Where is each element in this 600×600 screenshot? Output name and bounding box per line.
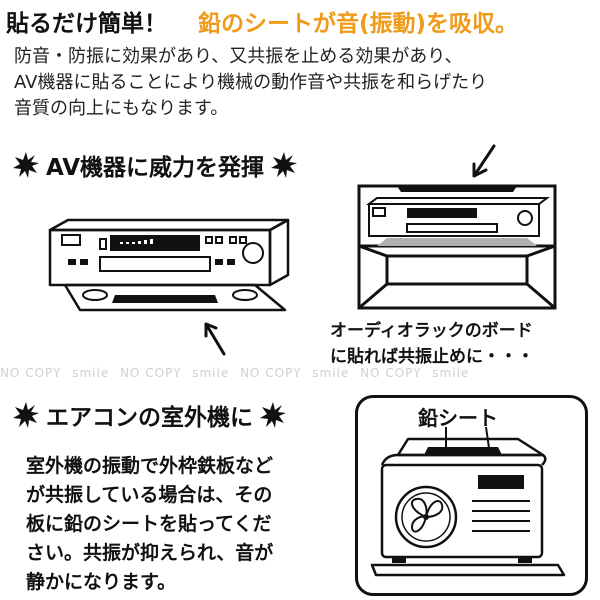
section-av-title: AV機器に威力を発揮 <box>12 148 298 182</box>
rack-caption: オーディオラックのボード に貼れば共振止めに・・・ <box>330 318 534 370</box>
section-ac-body: 室外機の振動で外枠鉄板など が共振している場合は、その 板に鉛のシートを貼ってく… <box>26 452 273 597</box>
intro-line: AV機器に貼ることにより機械の動作音や共振を和らげたり <box>14 72 488 93</box>
outdoor-unit-frame <box>355 395 588 596</box>
burst-icon <box>271 152 298 178</box>
watermark-item: NO COPY <box>240 366 302 380</box>
watermark-item: NO COPY <box>360 366 422 380</box>
watermark-item: NO COPY <box>120 366 182 380</box>
watermark-item: smile <box>432 366 470 380</box>
arrow-icon <box>204 322 226 356</box>
fan-icon <box>394 485 458 549</box>
arrow-icon <box>472 144 496 178</box>
section-ac-title: エアコンの室外機に <box>12 398 287 432</box>
rack-caption-line: に貼れば共振止めに・・・ <box>330 347 534 367</box>
burst-icon <box>260 402 286 428</box>
ac-body-line: 静かになります。 <box>26 571 177 593</box>
intro-text: 防音・防振に効果があり、又共振を止める効果があり、 AV機器に貼ることにより機械… <box>14 44 594 122</box>
watermark-band: NO COPY smile NO COPY smile NO COPY smil… <box>0 366 600 384</box>
watermark-item: smile <box>312 366 350 380</box>
lead-sheet-label: 鉛シート <box>418 406 498 430</box>
rack-caption-line: オーディオラックのボード <box>330 321 533 341</box>
av-deck-illustration <box>48 218 290 312</box>
ac-body-line: 室外機の振動で外枠鉄板など <box>26 455 274 477</box>
header-left-text: 貼るだけ簡単！ <box>6 11 167 37</box>
outdoor-unit-illustration <box>370 426 566 577</box>
section-av-title-text: AV機器に威力を発揮 <box>46 155 265 181</box>
section-ac-title-text: エアコンの室外機に <box>46 405 253 431</box>
intro-line: 防音・防振に効果があり、又共振を止める効果があり、 <box>14 46 463 67</box>
ac-body-line: さい。共振が抑えられ、音が <box>26 542 274 564</box>
watermark-item: smile <box>72 366 110 380</box>
header-right-text: 鉛のシートが音(振動)を吸収。 <box>198 11 519 37</box>
watermark-item: NO COPY <box>0 366 62 380</box>
rack-illustration <box>357 184 557 310</box>
burst-icon <box>13 152 39 178</box>
burst-icon <box>13 402 39 428</box>
ac-body-line: 板に鉛のシートを貼ってくだ <box>26 513 272 535</box>
header-banner: 貼るだけ簡単！ 鉛のシートが音(振動)を吸収。 <box>0 0 600 40</box>
watermark-item: smile <box>192 366 230 380</box>
intro-line: 音質の向上にもなります。 <box>14 98 229 119</box>
ac-body-line: が共振している場合は、その <box>26 484 273 506</box>
